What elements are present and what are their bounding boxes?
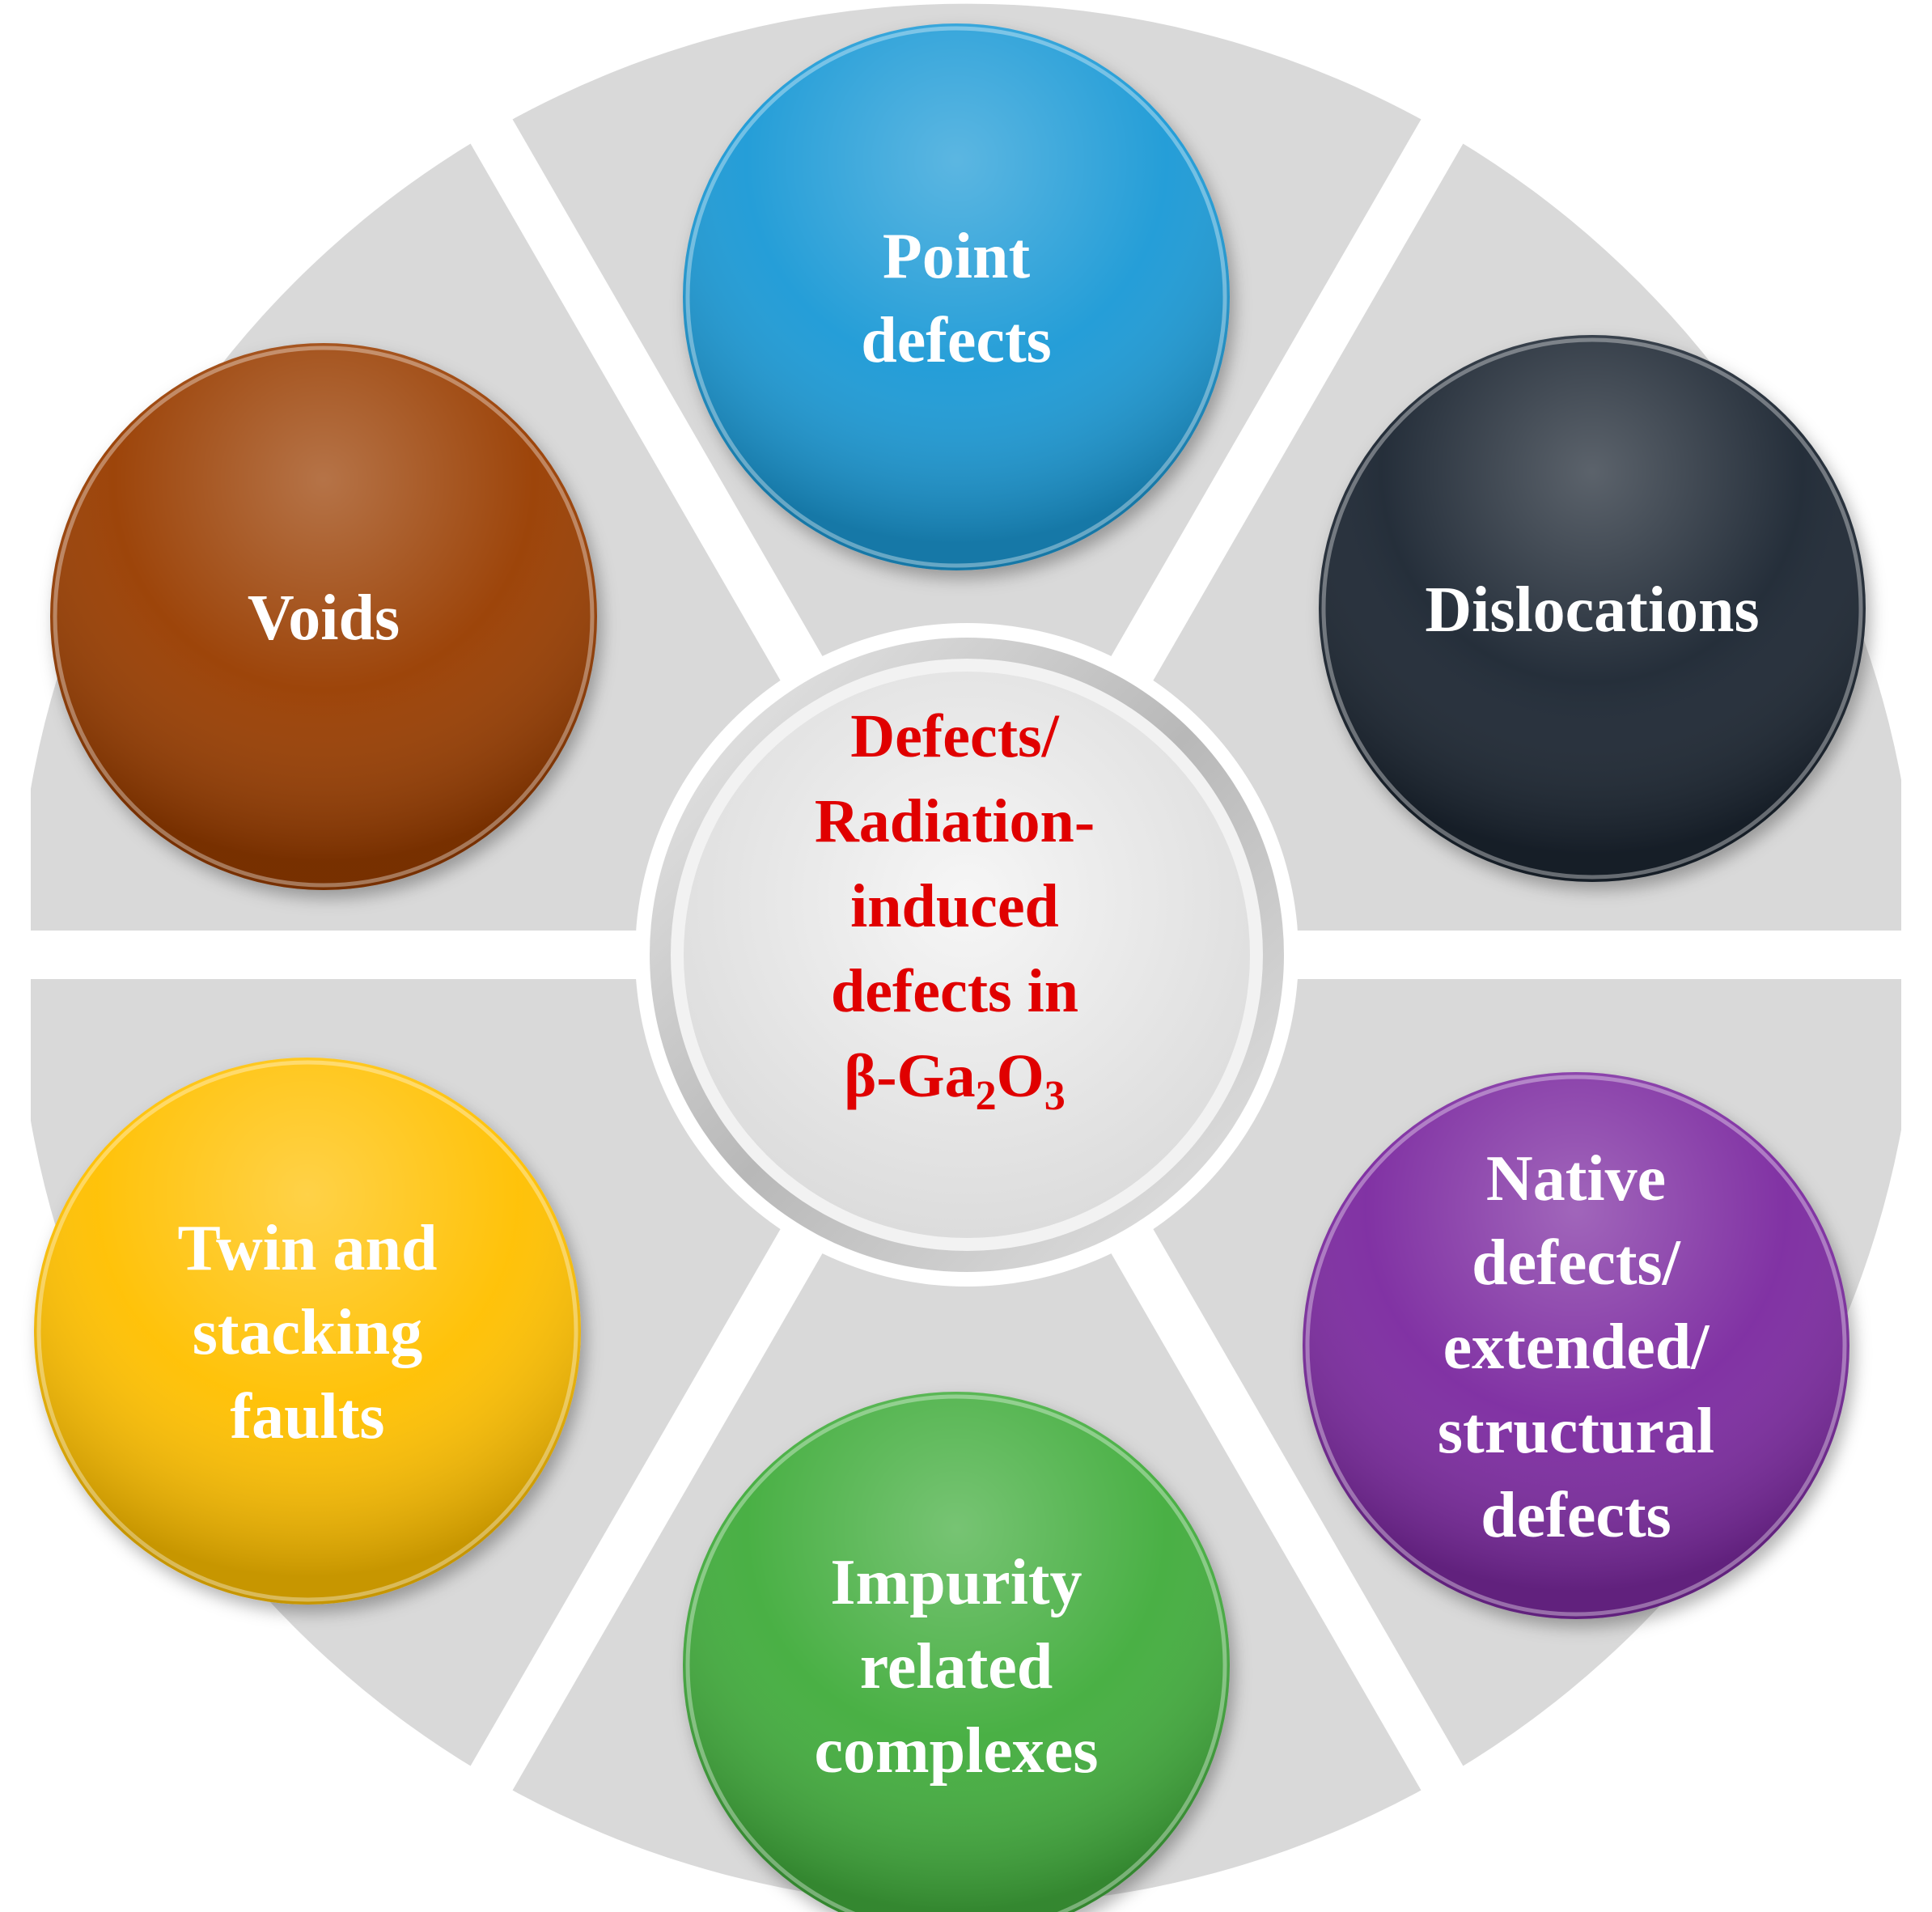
node-label-line: defects/ <box>1472 1227 1681 1299</box>
node-label-line: extended/ <box>1443 1312 1711 1383</box>
formula-sub-2: 3 <box>1044 1073 1066 1119</box>
node-point-defects: Point defects <box>683 23 1230 570</box>
node-label-line: faults <box>230 1381 384 1452</box>
node-gloss <box>34 1058 581 1605</box>
node-label-line: complexes <box>814 1715 1098 1787</box>
node-label-line: Twin and <box>178 1213 438 1284</box>
node-label-line: Impurity <box>830 1547 1082 1618</box>
formula-prefix: β-Ga <box>844 1042 975 1110</box>
ring-separators <box>0 66 1932 1843</box>
node-gloss <box>50 343 597 890</box>
node-label-line: Voids <box>248 583 400 654</box>
ring-separator <box>1108 66 1493 687</box>
node-rim <box>1321 337 1863 880</box>
ring-separator <box>440 1223 826 1843</box>
node-rim <box>36 1060 578 1602</box>
defect-nodes: PointdefectsDislocationsNativedefects/ex… <box>34 23 1866 1912</box>
center-formula: β-Ga2O3 <box>844 1042 1066 1119</box>
center-line-2: Radiation- <box>815 787 1095 855</box>
node-voids: Voids <box>50 343 597 890</box>
node-label-line: Point <box>883 221 1031 292</box>
node-gloss <box>683 23 1230 570</box>
center-label: Defects/ Radiation- induced defects in β… <box>815 702 1095 1119</box>
node-label-line: Dislocations <box>1425 574 1759 646</box>
node-label-line: structural <box>1438 1396 1714 1467</box>
formula-mid: O <box>997 1042 1044 1110</box>
node-dislocations: Dislocations <box>1319 335 1866 882</box>
node-impurity-complexes: Impurity related complexes <box>683 1392 1230 1912</box>
node-rim <box>53 346 595 888</box>
node-rim <box>1305 1075 1847 1617</box>
ring-separator <box>1108 1223 1493 1843</box>
node-gloss <box>683 1392 1230 1912</box>
node-label-line: defects <box>861 305 1051 376</box>
formula-sub-1: 2 <box>976 1073 997 1119</box>
center-line-4: defects in <box>831 957 1078 1025</box>
node-gloss <box>1319 335 1866 882</box>
center-line-3: induced <box>850 872 1059 940</box>
node-native-defects: Native defects/extended/structural defects <box>1303 1072 1849 1619</box>
ring-separator <box>440 66 826 687</box>
center-hub: Defects/ Radiation- induced defects in β… <box>645 633 1289 1277</box>
node-rim <box>685 1394 1227 1912</box>
center-line-1: Defects/ <box>850 702 1059 770</box>
node-twin-stacking: Twin and stacking faults <box>34 1058 581 1605</box>
node-label-line: defects <box>1481 1480 1671 1551</box>
node-label-line: Native <box>1486 1143 1666 1215</box>
node-gloss <box>1303 1072 1849 1619</box>
node-label-line: stacking <box>193 1297 423 1368</box>
node-rim <box>685 26 1227 568</box>
node-label-line: related <box>860 1631 1053 1702</box>
